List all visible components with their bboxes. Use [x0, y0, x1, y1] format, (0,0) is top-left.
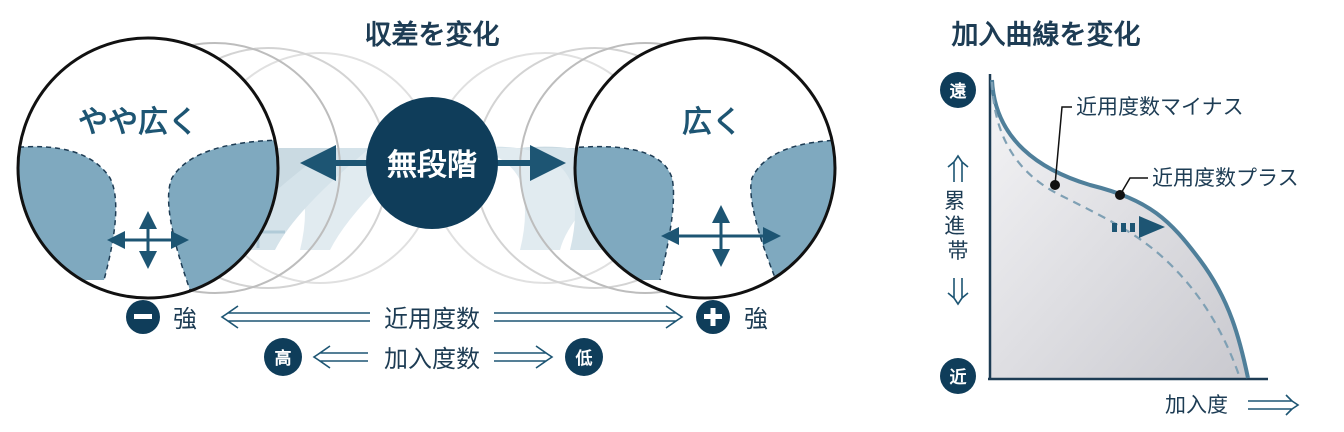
row2-right-badge: 低: [575, 348, 593, 369]
curve-chart: [988, 74, 1268, 381]
x-arrow-right: [1248, 394, 1300, 416]
row1-left-text: 強: [173, 305, 197, 333]
legend-row-1: 強 近用度数 強: [126, 300, 768, 334]
legend-row-2: 高 加入度数 低: [264, 338, 603, 376]
y-top-label: 遠: [950, 82, 967, 102]
y-axis-label-1: 累: [944, 189, 965, 213]
lens-left-label: やや広く: [78, 105, 198, 140]
row1-center-text: 近用度数: [384, 305, 480, 333]
lens-right-label: 広く: [682, 105, 742, 140]
double-arrow-left-1: [220, 305, 370, 329]
y-axis-label-2: 進: [944, 214, 965, 238]
annotation-minus: 近用度数マイナス: [1076, 95, 1244, 119]
right-chart-title: 加入曲線を変化: [952, 19, 1141, 51]
far-badge: [940, 72, 976, 108]
row2-center-text: 加入度数: [384, 345, 480, 373]
y-axis-label-3: 帯: [948, 239, 969, 263]
left-diagram-title: 収差を変化: [365, 19, 500, 51]
center-hub-label: 無段階: [387, 148, 477, 183]
y-axis-label: 累 進 帯: [944, 189, 972, 263]
row1-right-text: 強: [744, 305, 768, 333]
center-hub: [300, 97, 566, 229]
near-badge: [940, 358, 976, 394]
row2-left-badge: 高: [275, 348, 292, 369]
y-arrow-up: [947, 154, 969, 182]
curve-plus: [990, 79, 1250, 379]
double-arrow-right-1: [494, 305, 684, 329]
low-badge: [565, 338, 603, 376]
lens-left: [16, 36, 280, 300]
double-arrow-right-2: [494, 345, 554, 369]
y-bottom-label: 近: [950, 367, 967, 388]
curve-minus: [990, 81, 1242, 379]
annotation-plus: 近用度数プラス: [1152, 166, 1299, 190]
x-axis-label: 加入度: [1165, 393, 1228, 417]
double-arrow-left-2: [312, 345, 368, 369]
leader-plus: [1119, 177, 1148, 196]
high-badge: [264, 338, 302, 376]
lens-right: [573, 36, 837, 300]
shift-arrow: [1112, 216, 1165, 238]
y-arrow-down: [947, 278, 969, 306]
leader-minus: [1054, 106, 1072, 186]
